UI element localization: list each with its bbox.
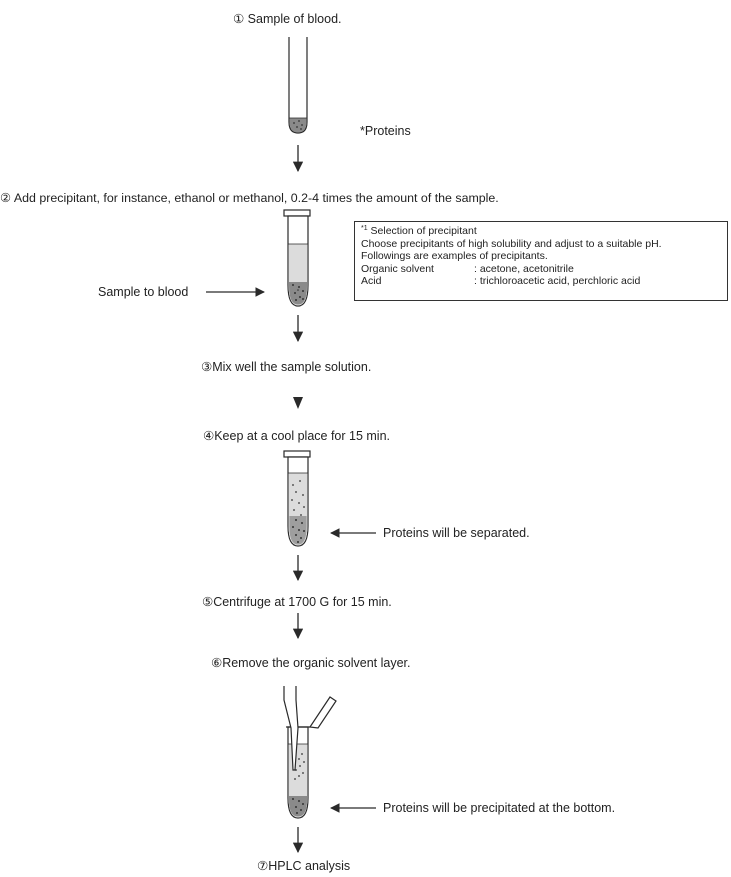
precipitant-note-box: *1 Selection of precipitant Choose preci… [354,221,728,301]
microtube-4 [283,450,311,547]
note-line-2: Followings are examples of precipitants. [361,250,548,263]
open-cap-6 [308,696,337,729]
separated-label: Proteins will be separated. [383,526,530,540]
step-1-label: ① Sample of blood. [233,12,342,26]
step-4-label: ④Keep at a cool place for 15 min. [203,429,391,443]
note-key: Organic solvent [361,262,434,275]
note-key: Acid [361,275,382,288]
flow-arrow-3 [293,397,303,409]
proteins-label: *Proteins [360,124,411,138]
test-tube-1 [288,37,308,134]
suspended-protein-dots-4 [291,480,305,543]
microtube-2 [283,209,311,307]
note-title-row: *1 Selection of precipitant [361,225,721,238]
step-6-label: ⑥Remove the organic solvent layer. [211,656,411,670]
sediment-dots-1 [293,120,303,130]
sediment-dots-2 [292,284,304,301]
note-row-acid: Acid : trichloroacetic acid, perchloric a… [361,275,721,288]
pipette [283,686,299,771]
note-line-1: Choose precipitants of high solubility a… [361,237,662,250]
step-3-label: ③Mix well the sample solution. [201,360,372,374]
note-title: Selection of precipitant [370,225,477,237]
sample-to-blood-label: Sample to blood [98,285,189,299]
note-value: : trichloroacetic acid, perchloric acid [474,275,641,288]
note-value: : acetone, acetonitrile [474,262,574,275]
note-marker: *1 [361,225,368,232]
microtube-6 [286,726,310,819]
step-7-label: ⑦HPLC analysis [257,859,351,873]
note-row-organic: Organic solvent : acetone, acetonitrile [361,263,721,276]
precipitated-label: Proteins will be precipitated at the bot… [383,801,616,815]
step-2-label: ② Add precipitant, for instance, ethanol… [0,191,499,205]
precipitate-dots-6 [292,753,305,814]
step-5-label: ⑤Centrifuge at 1700 G for 15 min. [202,595,392,609]
